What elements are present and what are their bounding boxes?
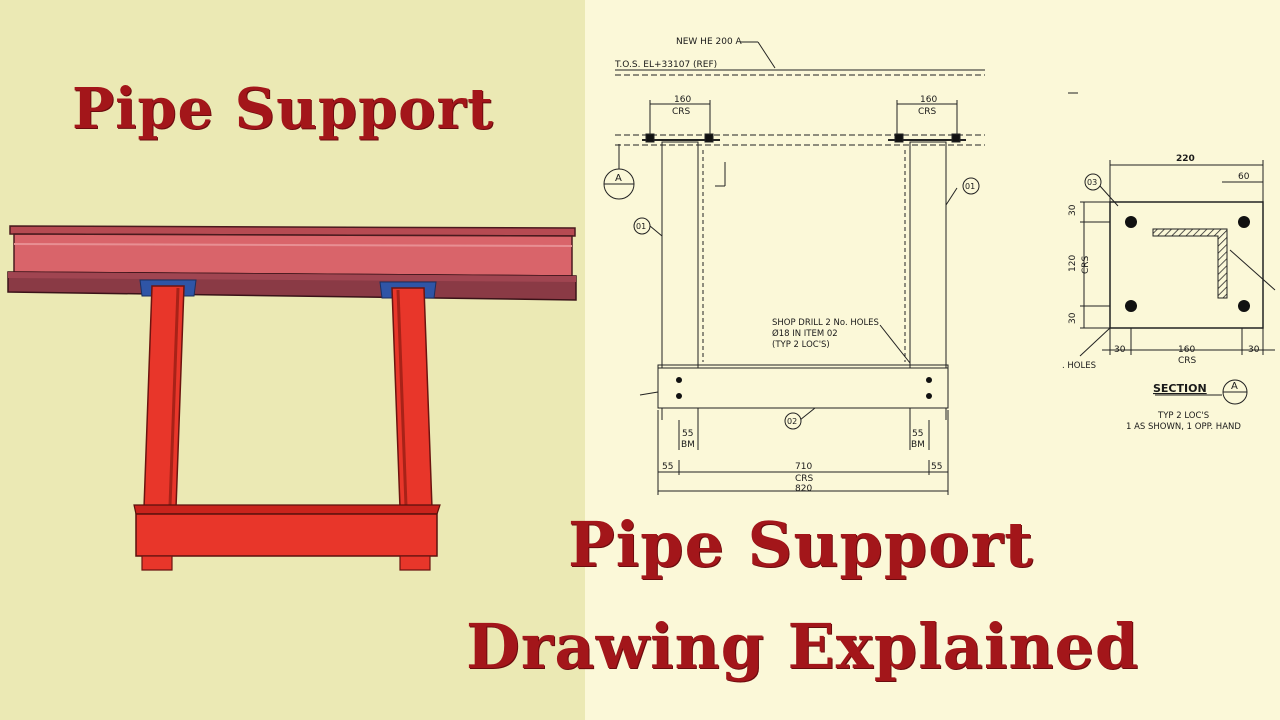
beam-top-flange <box>9 225 576 237</box>
left-panel <box>0 0 585 720</box>
title-right-line-2: Drawing Explained <box>466 610 1140 683</box>
pipe-support-illustration <box>7 225 577 571</box>
column-stub-right <box>399 555 431 571</box>
beam-web <box>13 233 573 277</box>
title-right-line-1: Pipe Support <box>568 508 1034 581</box>
title-left: Pipe Support <box>72 76 494 142</box>
column-stub-left <box>141 555 173 571</box>
bottom-beam <box>135 513 438 557</box>
bottom-beam-top <box>133 504 441 515</box>
